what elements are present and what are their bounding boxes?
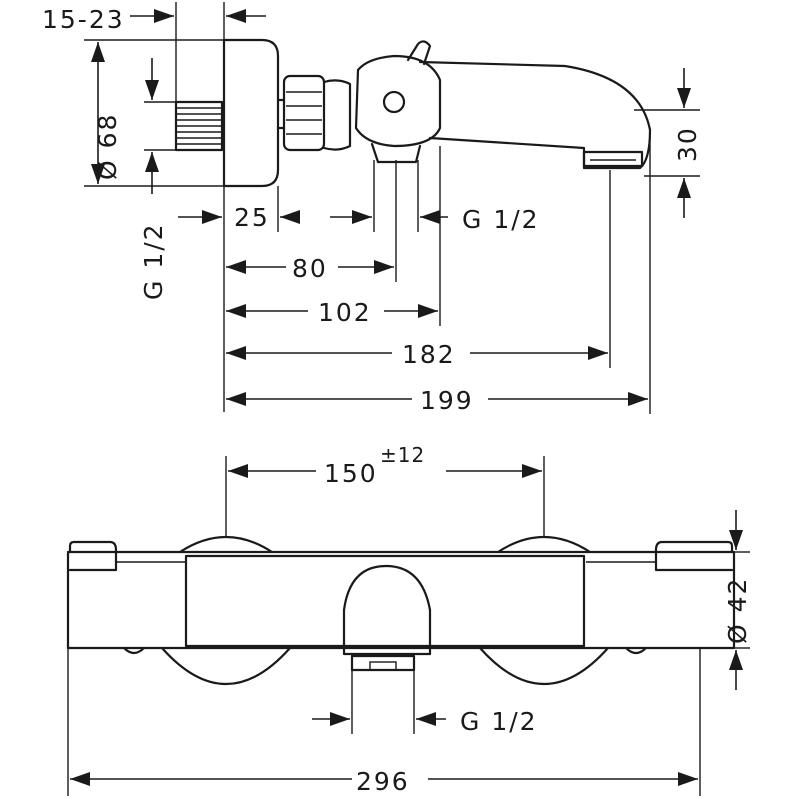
dim-total-width-label: 296 xyxy=(356,767,410,796)
left-end-cap xyxy=(68,540,118,572)
front-view-dimensions: 150 ±12 Ø 42 G 1/2 296 xyxy=(67,443,752,796)
handle-center-cap xyxy=(382,90,406,114)
dim-spout-height-label: 30 xyxy=(673,126,702,162)
dim-182-label: 182 xyxy=(402,340,456,369)
right-end-cap xyxy=(654,540,734,572)
dim-centers-tolerance-label: ±12 xyxy=(380,443,425,467)
right-connector-flange xyxy=(478,536,610,686)
mixer-body-bar xyxy=(66,550,736,650)
right-foot-nub xyxy=(624,646,648,655)
handle-body xyxy=(354,54,442,148)
front-view xyxy=(66,536,736,686)
handle-lever xyxy=(406,40,432,66)
dim-80-label: 80 xyxy=(292,254,328,283)
side-view-dimensions: 15-23 Ø 68 G 1/2 25 G 1/2 xyxy=(42,2,702,415)
left-foot-nub xyxy=(122,646,146,655)
wall-connector-thread xyxy=(174,100,224,152)
spout-front xyxy=(342,564,432,656)
mixer-neck xyxy=(322,79,352,151)
dim-flange-diameter-label: Ø 68 xyxy=(93,113,122,180)
outlet-nut xyxy=(370,142,422,164)
dim-102-label: 102 xyxy=(318,298,372,327)
left-connector-flange xyxy=(160,536,292,686)
dim-front-outlet-thread-label: G 1/2 xyxy=(460,707,538,736)
connector-nut xyxy=(276,74,326,152)
wall-flange xyxy=(222,38,280,188)
dim-centers-label: 150 xyxy=(324,459,378,488)
center-control-panel xyxy=(184,554,586,648)
dim-199-label: 199 xyxy=(420,386,474,415)
side-view xyxy=(174,38,652,188)
spout-outlet xyxy=(350,654,416,672)
dim-wall-offset-label: 15-23 xyxy=(42,5,125,34)
spout-aerator xyxy=(582,150,644,168)
dim-outlet-thread-label: G 1/2 xyxy=(462,205,540,234)
dim-wall-thread-label: G 1/2 xyxy=(139,222,168,300)
dim-body-diameter-label: Ø 42 xyxy=(723,577,752,644)
dim-25-label: 25 xyxy=(234,203,270,232)
